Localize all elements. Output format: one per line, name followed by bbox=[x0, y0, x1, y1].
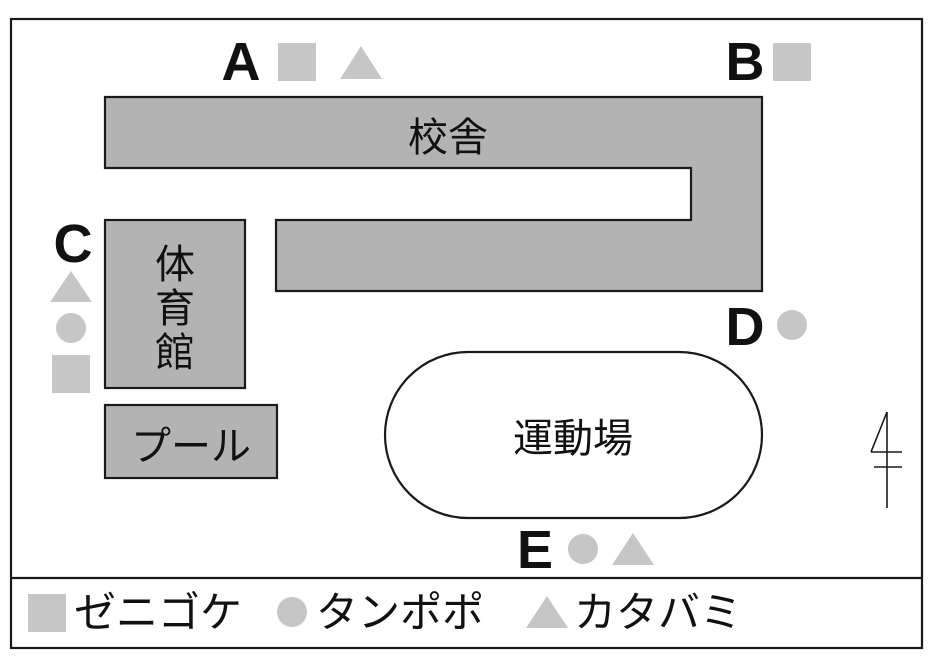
location-a-square-icon bbox=[278, 43, 316, 81]
gymnasium-label: 体育館 bbox=[155, 243, 195, 375]
vertical-label-char: 体 bbox=[155, 243, 195, 287]
location-b-square-icon bbox=[773, 43, 811, 81]
location-e: E bbox=[517, 520, 654, 580]
location-d-label: D bbox=[726, 297, 765, 357]
legend-label-katabami: カタバミ bbox=[574, 589, 742, 636]
sports-field-label: 運動場 bbox=[513, 417, 633, 461]
legend-label-tanpopo: タンポポ bbox=[316, 589, 484, 636]
location-d-circle-icon bbox=[777, 310, 807, 340]
north-arrow-icon bbox=[870, 411, 902, 508]
location-a-label: A bbox=[222, 32, 261, 92]
location-a: A bbox=[222, 32, 382, 92]
legend-item-katabami: カタバミ bbox=[526, 589, 742, 636]
location-e-triangle-icon bbox=[612, 533, 654, 565]
location-c-label: C bbox=[54, 214, 93, 274]
school-building-label: 校舎 bbox=[408, 116, 488, 160]
location-c: C bbox=[50, 214, 93, 393]
vertical-label-char: 館 bbox=[155, 331, 195, 375]
location-b: B bbox=[726, 32, 811, 92]
gymnasium bbox=[103, 218, 247, 390]
sports-field bbox=[383, 350, 764, 520]
legend-label-zenigoke: ゼニゴケ bbox=[74, 589, 242, 636]
location-a-triangle-icon bbox=[340, 46, 382, 79]
location-c-triangle-icon bbox=[50, 271, 92, 302]
legend-square-icon bbox=[28, 594, 66, 632]
pool-label: プール bbox=[131, 425, 251, 469]
legend: ゼニゴケ タンポポ カタバミ bbox=[28, 589, 742, 636]
location-e-circle-icon bbox=[568, 534, 598, 564]
location-c-square-icon bbox=[52, 355, 90, 393]
vertical-label-char: 育 bbox=[155, 287, 195, 331]
legend-item-tanpopo: タンポポ bbox=[277, 589, 484, 636]
legend-circle-icon bbox=[277, 597, 307, 627]
legend-item-zenigoke: ゼニゴケ bbox=[28, 589, 242, 636]
location-b-label: B bbox=[726, 32, 765, 92]
school-building bbox=[103, 95, 764, 293]
location-c-circle-icon bbox=[56, 313, 86, 343]
location-e-label: E bbox=[517, 520, 553, 580]
location-d: D bbox=[726, 297, 807, 357]
legend-triangle-icon bbox=[526, 596, 568, 628]
pool bbox=[103, 403, 279, 480]
